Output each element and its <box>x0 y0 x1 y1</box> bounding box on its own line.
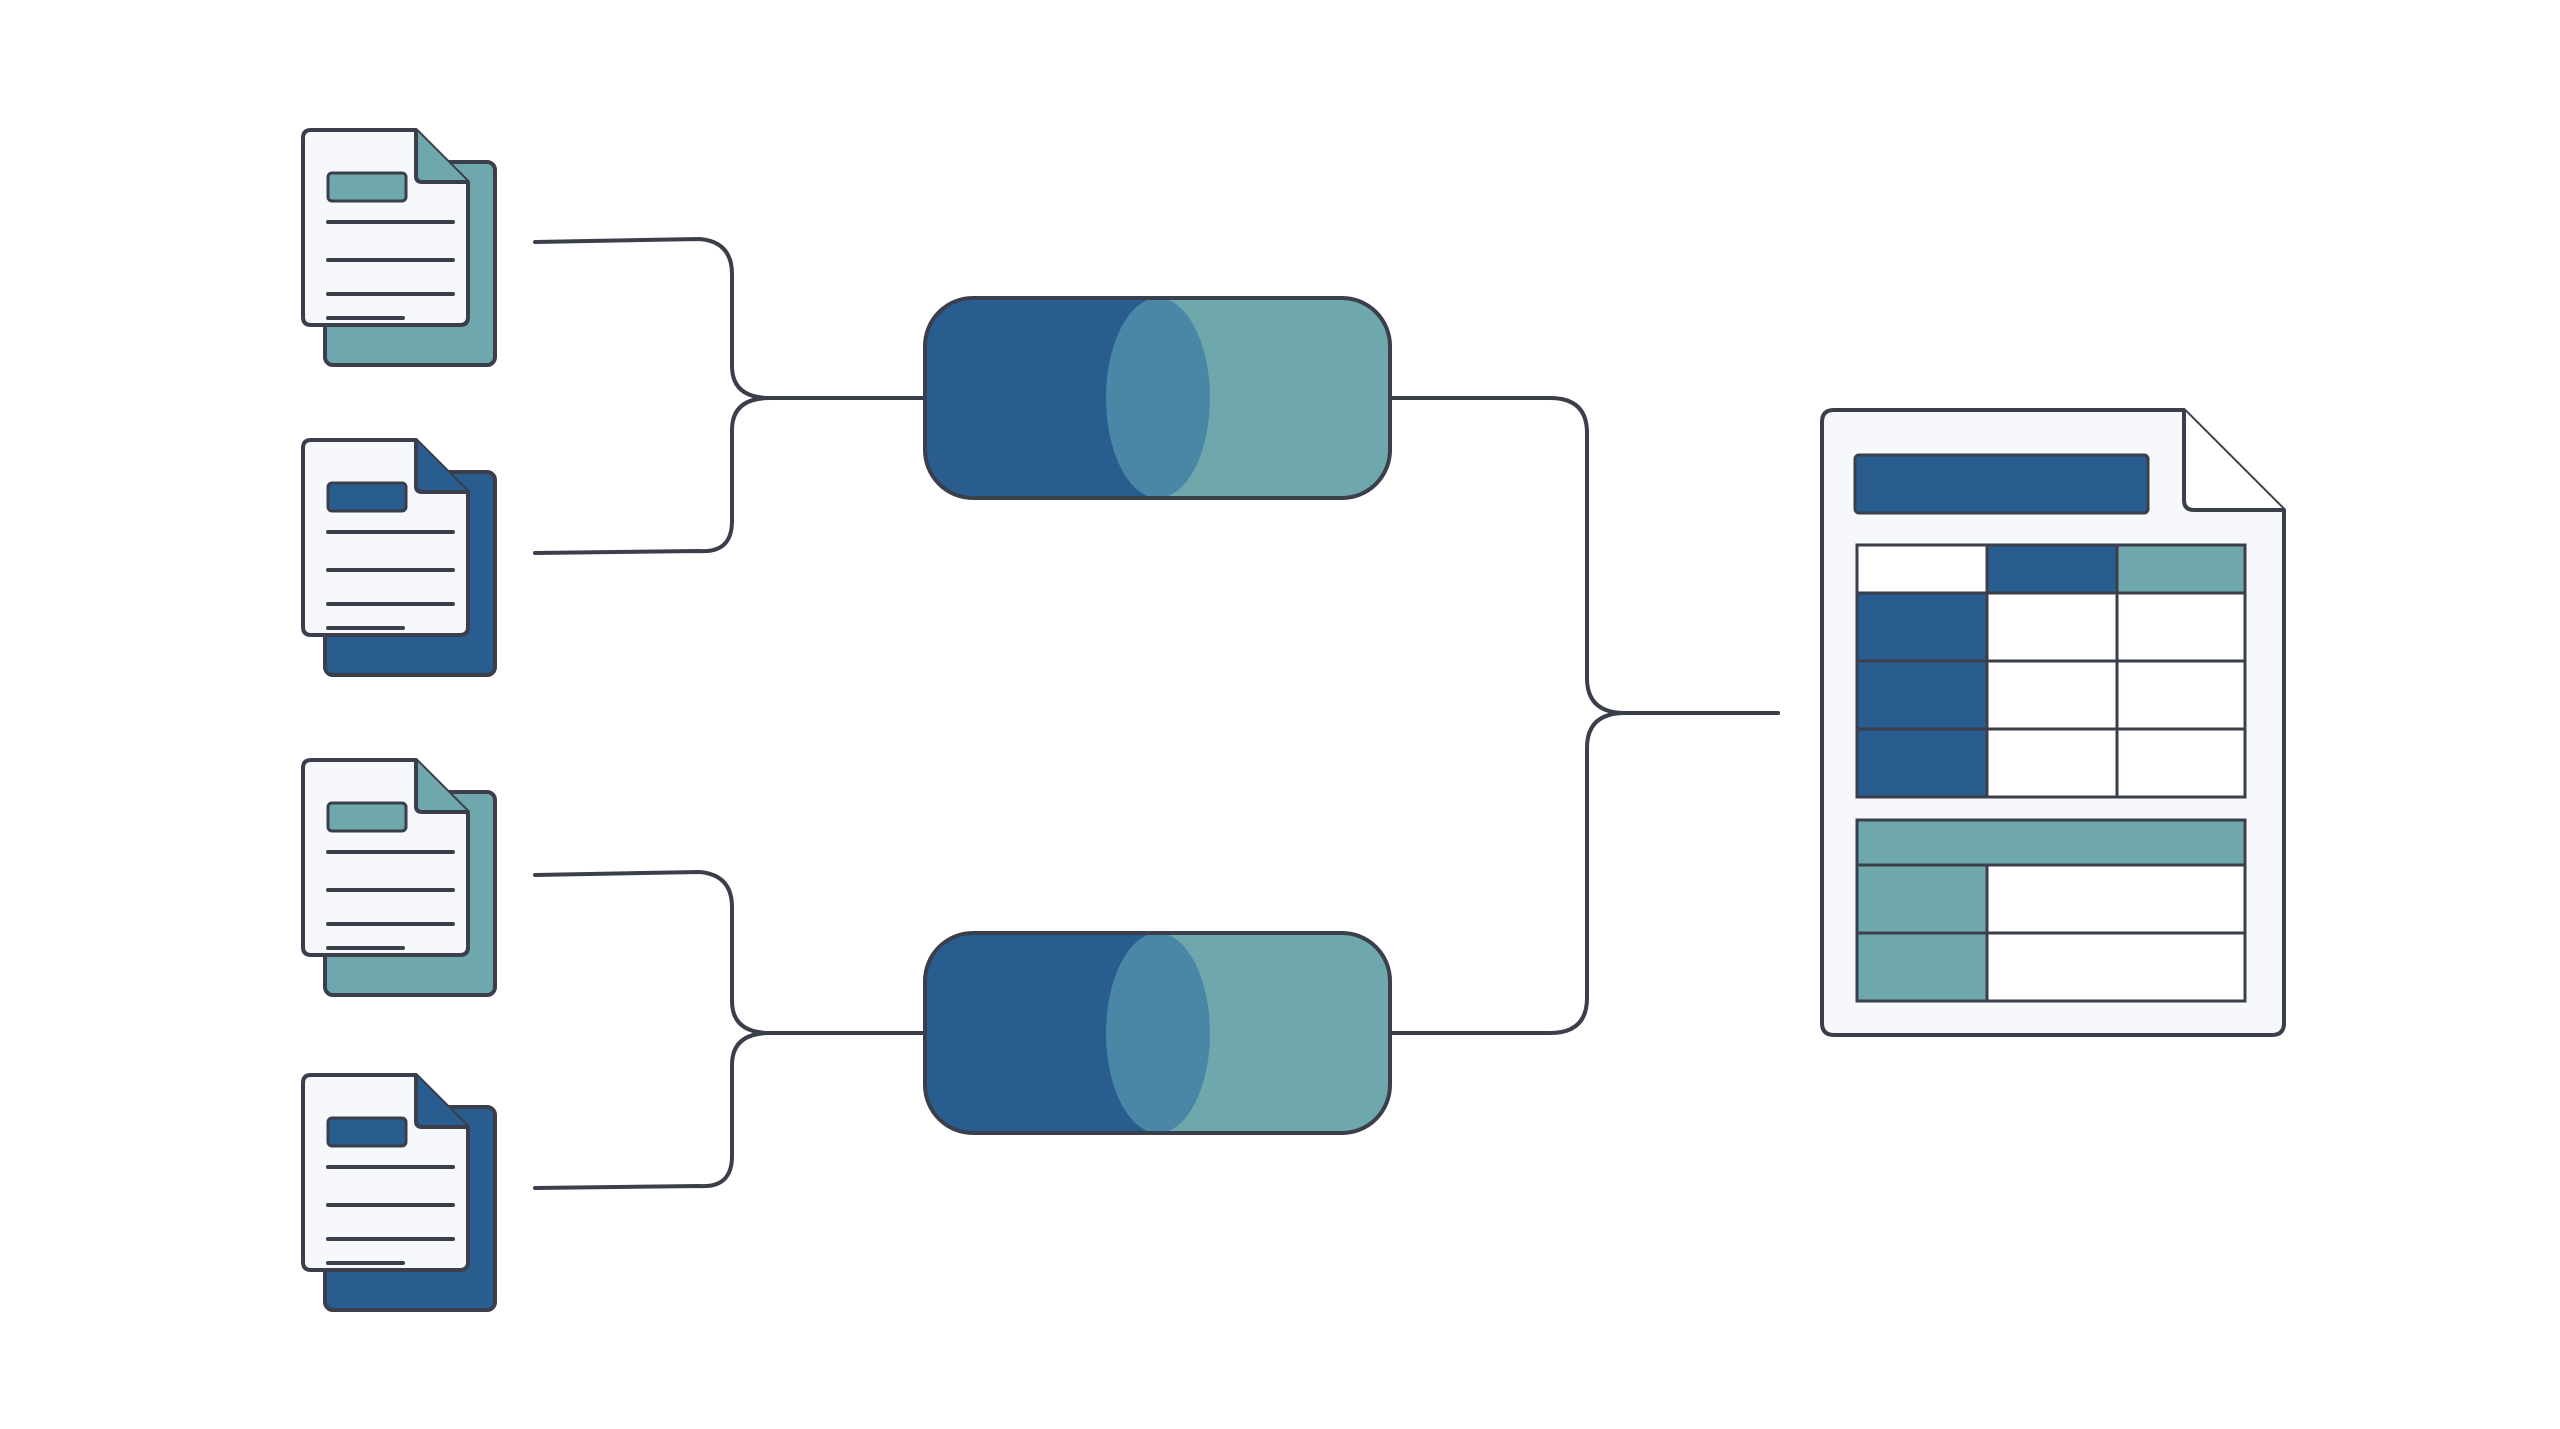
connector-line <box>533 870 927 1035</box>
document-stack-icon <box>301 758 497 997</box>
upper-table <box>1855 543 2247 799</box>
header-block <box>326 171 408 203</box>
table-cell <box>1985 931 2247 1003</box>
document-stack-icon <box>301 1073 497 1312</box>
connector-line <box>1388 711 1780 1035</box>
table-cell <box>1985 727 2119 799</box>
table-cell <box>1855 659 1989 731</box>
title-bar <box>1853 453 2150 515</box>
header-block <box>326 481 408 513</box>
table-cell <box>1855 727 1989 799</box>
pill-outline <box>923 296 1392 500</box>
table-cell <box>2115 591 2247 663</box>
lower-table <box>1855 818 2247 1003</box>
merge-pill-icon <box>923 296 1392 500</box>
table-cell <box>1855 543 1989 595</box>
pill-overlap <box>1106 933 1210 1133</box>
table-cell <box>2115 659 2247 731</box>
table-header-row <box>1855 818 2247 867</box>
folded-corner <box>414 440 468 494</box>
connector-lines <box>533 237 1780 1190</box>
table-cell <box>1855 591 1989 663</box>
table-cell <box>2115 543 2247 595</box>
spreadsheet-document-icon <box>1820 408 2286 1037</box>
folded-corner <box>414 1075 468 1129</box>
table-cell <box>1985 543 2119 595</box>
header-block <box>326 1116 408 1148</box>
table-cell <box>1855 931 1989 1003</box>
table-cell <box>1855 863 1989 935</box>
connector-line <box>533 396 927 555</box>
table-cell <box>1985 591 2119 663</box>
table-cell <box>1985 863 2247 935</box>
merge-pill-icon <box>923 931 1392 1135</box>
folded-corner <box>414 130 468 184</box>
merge-processors <box>923 296 1392 1135</box>
document-stack-icon <box>301 128 497 367</box>
folded-corner <box>2182 410 2284 512</box>
pill-overlap <box>1106 298 1210 498</box>
connector-line <box>533 1031 927 1190</box>
pill-outline <box>923 931 1392 1135</box>
connector-line <box>1388 396 1780 715</box>
folded-corner <box>414 760 468 814</box>
output-spreadsheet <box>1820 408 2286 1037</box>
input-documents <box>301 128 497 1312</box>
header-block <box>326 801 408 833</box>
document-stack-icon <box>301 438 497 677</box>
table-cell <box>2115 727 2247 799</box>
table-cell <box>1985 659 2119 731</box>
connector-line <box>533 237 927 400</box>
